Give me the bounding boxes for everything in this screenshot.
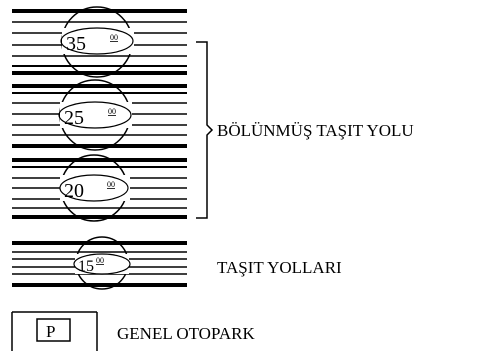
divided-road-bracket — [196, 41, 214, 219]
parking-symbol: P — [11, 311, 98, 351]
vehicle-road-width-label: 15 — [78, 258, 94, 275]
parking-p-icon: P — [46, 322, 55, 341]
divided-road-symbol-3: 20 00 — [12, 154, 187, 222]
road-width-sup-2: 00 — [108, 107, 116, 116]
road-width-label-1: 35 — [66, 33, 86, 55]
parking-label: GENEL OTOPARK — [117, 324, 255, 343]
road-width-sup-3: 00 — [107, 180, 115, 189]
vehicle-road-width-sup: 00 — [96, 256, 104, 265]
divided-road-label: BÖLÜNMÜŞ TAŞIT YOLU — [217, 121, 414, 140]
road-width-sup-1: 00 — [110, 33, 118, 42]
divided-road-symbol-2: 25 00 — [12, 79, 187, 151]
vehicle-road-label: TAŞIT YOLLARI — [217, 258, 342, 277]
road-width-label-3: 20 — [64, 180, 84, 202]
road-width-label-2: 25 — [64, 107, 84, 129]
divided-road-symbol-1: 35 00 — [12, 6, 187, 78]
vehicle-road-symbol: 15 00 — [12, 236, 187, 290]
